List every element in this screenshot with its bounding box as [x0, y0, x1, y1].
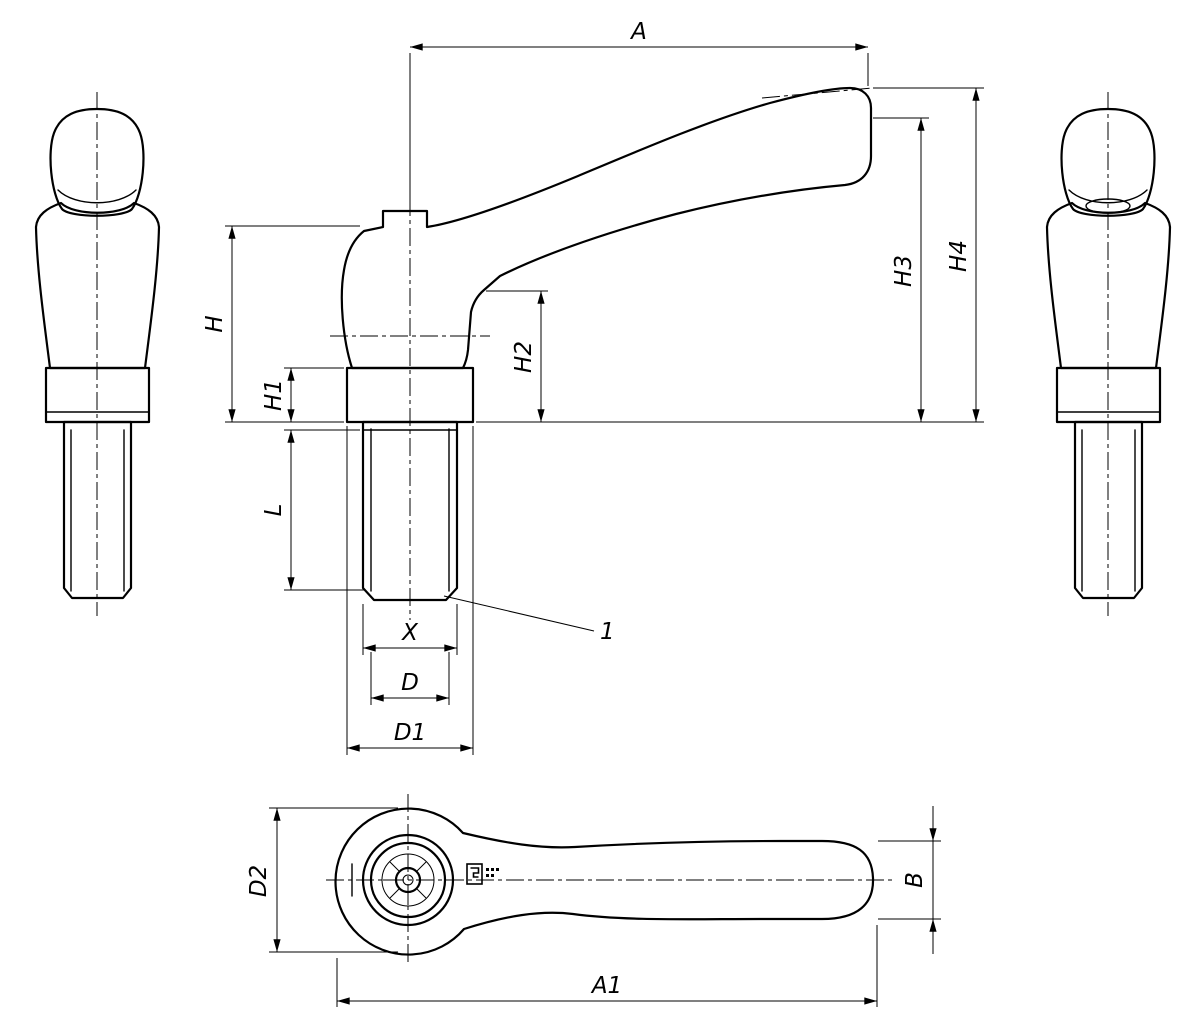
manufacturer-logo-icon	[466, 863, 499, 885]
dim-label-h4: H4	[946, 240, 972, 272]
view-top	[326, 794, 894, 966]
handle-outline	[340, 86, 873, 370]
dimension-B: B	[878, 806, 941, 954]
dimension-A: A	[409, 19, 869, 198]
dim-label-a: A	[629, 19, 647, 45]
dim-label-h3: H3	[891, 255, 917, 287]
dim-label-d1: D1	[394, 720, 426, 746]
view-front-left	[34, 90, 161, 618]
callout-1: 1	[443, 595, 615, 645]
dimension-H2: H2	[486, 290, 548, 422]
knurl-teeth	[383, 855, 433, 905]
dim-label-h: H	[202, 315, 228, 332]
dimension-D2: D2	[246, 807, 398, 953]
dim-label-b: B	[902, 872, 928, 888]
lever-plan-outline	[334, 807, 875, 956]
boss-inner-circle	[369, 841, 447, 919]
dimension-H: H	[202, 225, 360, 423]
view-front-right	[1045, 90, 1172, 618]
dimension-H1: H1	[261, 367, 344, 422]
stud-outline	[361, 420, 459, 602]
view-side-main	[330, 86, 873, 620]
dimension-H3: H3	[873, 117, 929, 422]
dim-label-d2: D2	[246, 865, 272, 897]
dim-label-h1: H1	[261, 379, 287, 411]
dimension-A1: A1	[336, 925, 878, 1007]
screw-hub-circle	[394, 866, 422, 894]
screw-center-circle	[402, 874, 414, 886]
boss-outer-circle	[361, 833, 455, 927]
grip-recess	[1085, 198, 1131, 214]
dimension-D1: D1	[346, 426, 474, 755]
tangent-centerline	[761, 87, 874, 99]
dimension-D: D	[370, 652, 450, 705]
dim-label-a1: A1	[590, 973, 622, 999]
dim-label-d: D	[401, 670, 419, 696]
callout-label-1: 1	[600, 619, 615, 645]
screw-head-circle	[381, 853, 435, 907]
collar-outline	[345, 366, 475, 424]
leader-line	[443, 595, 595, 632]
dimension-L: L	[261, 429, 366, 591]
dimension-X: X	[362, 604, 458, 655]
dim-label-l: L	[261, 504, 287, 517]
dimension-H4: H4	[761, 87, 984, 422]
dim-label-x: X	[401, 620, 419, 646]
dim-label-h2: H2	[511, 341, 537, 373]
